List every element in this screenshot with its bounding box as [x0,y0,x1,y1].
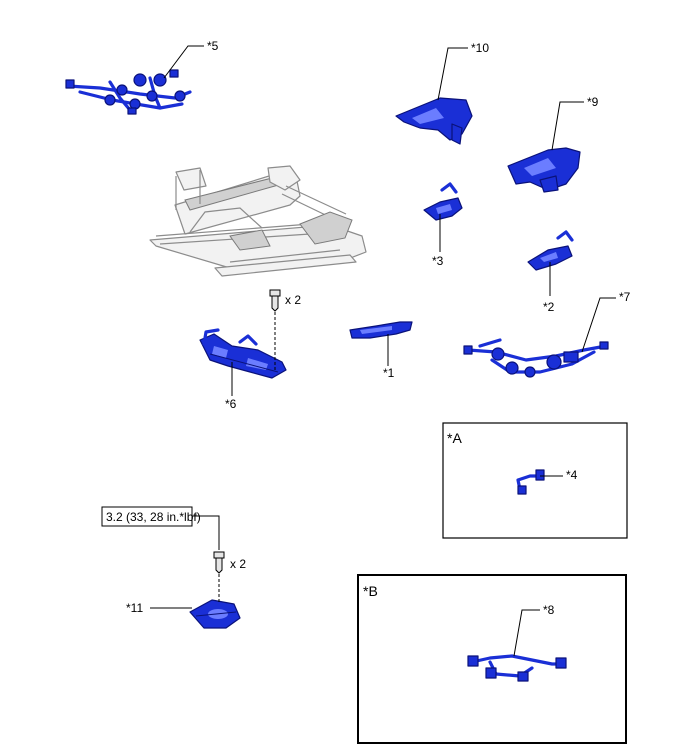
part-10-cover-bracket [395,97,473,145]
box-b-label: *B [363,583,378,599]
box-a-label: *A [447,430,462,446]
part-4-harness [516,469,545,495]
quantity-lower: x 2 [230,557,246,571]
leader-lines [150,45,616,657]
part-9-bracket [507,147,581,193]
callout-4: *4 [566,468,578,482]
bolt-lower [213,551,225,574]
quantity-upper: x 2 [285,293,301,307]
box-b: *B [357,574,627,744]
part-6-frame-assembly [199,328,287,379]
callout-11: *11 [126,601,143,615]
box-a: *A [442,422,628,539]
part-7-harness [463,338,609,378]
part-3-bracket [423,182,463,221]
callout-10: *10 [471,41,489,55]
part-11-motor [189,599,241,629]
callout-3: *3 [432,254,444,268]
callout-8: *8 [543,603,555,617]
part-8-harness [467,654,567,682]
bolt-upper [269,289,281,312]
seat-track-frame [149,165,367,277]
part-2-bracket [527,230,574,271]
torque-spec: 3.2 (33, 28 in.*lbf) [101,506,201,527]
callout-7: *7 [619,290,631,304]
part-5-harness [65,69,192,115]
part-1-bar [349,321,413,339]
callout-1: *1 [383,366,395,380]
callout-6: *6 [225,397,237,411]
callout-5: *5 [207,39,219,53]
torque-value: 3.2 (33, 28 in.*lbf) [106,510,201,524]
callout-2: *2 [543,300,555,314]
callout-9: *9 [587,95,599,109]
